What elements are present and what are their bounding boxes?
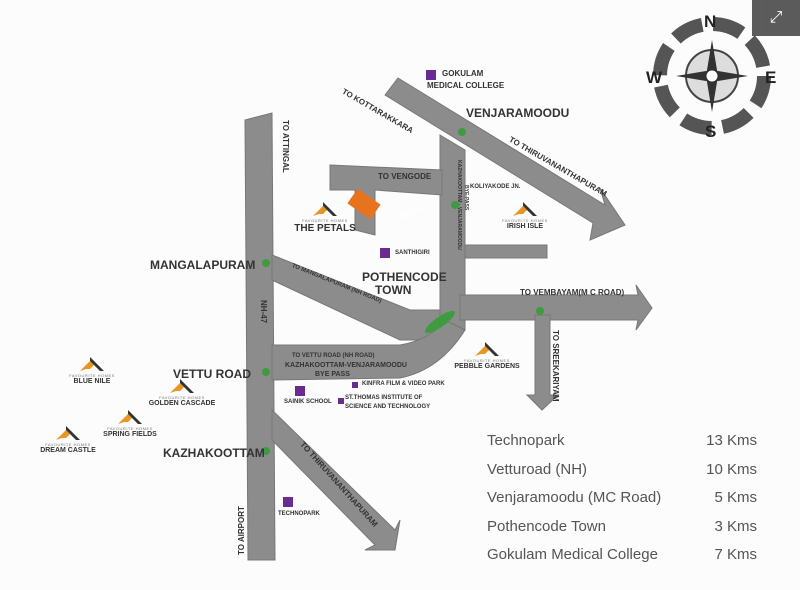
project-the-petals[interactable]: FAVOURITE HOMES THE PETALS: [285, 200, 365, 234]
brand-tag: FAVOURITE HOMES: [159, 395, 205, 400]
the-petals-site: [347, 188, 381, 220]
place-pothencode-town: TOWN: [375, 283, 412, 297]
poi-st-thomas-2: SCIENCE AND TECHNOLOGY: [345, 404, 431, 410]
distance-row: Pothencode Town 3 Kms: [487, 518, 757, 547]
road-vembayam: [459, 284, 653, 331]
compass-south: S: [705, 122, 717, 141]
project-golden-cascade[interactable]: FAVOURITE HOMES GOLDEN CASCADE: [142, 377, 222, 407]
distance-place: Vetturoad (NH): [487, 460, 588, 478]
node-kazhakoottam: [262, 447, 270, 455]
distance-value: 7 Kms: [714, 546, 757, 563]
brand-tag: FAVOURITE HOMES: [464, 358, 510, 363]
compass-east: E: [765, 68, 777, 87]
poi-sainik: SAINIK SCHOOL: [284, 399, 332, 405]
label-to-vembayam: TO VEMBAYAM(M C ROAD): [520, 288, 625, 297]
distance-value: 10 Kms: [706, 460, 757, 478]
place-pothencode: POTHENCODE: [362, 270, 447, 284]
project-name: SPRING FIELDS: [103, 431, 157, 438]
brand-tag: FAVOURITE HOMES: [302, 218, 348, 223]
favourite-homes-logo-icon: [78, 355, 106, 373]
project-name: GOLDEN CASCADE: [148, 400, 216, 407]
poi-st-thomas: ST.THOMAS INSTITUTE OF: [345, 395, 423, 401]
place-venjaramoodu: VENJARAMOODU: [466, 106, 570, 120]
place-mangalapuram: MANGALAPURAM: [150, 258, 256, 272]
road-sreekariyam: [525, 314, 560, 411]
project-name: IRISH ISLE: [506, 223, 544, 230]
node-koliyakode: [451, 201, 459, 209]
place-vettu-road: VETTU ROAD: [173, 367, 251, 381]
compass-north: N: [704, 12, 717, 31]
compass-west: W: [646, 68, 663, 87]
distance-row: Vetturoad (NH) 10 Kms: [487, 461, 757, 490]
project-name: DREAM CASTLE: [40, 447, 96, 454]
distance-value: 5 Kms: [714, 489, 757, 506]
node-vettu-road: [262, 368, 270, 376]
project-irish-isle[interactable]: FAVOURITE HOMES IRISH ISLE: [485, 200, 565, 230]
poi-technopark: TECHNOPARK: [278, 511, 320, 517]
label-to-sreekariyam: TO SREEKARIYAM: [551, 330, 560, 402]
distance-place: Gokulam Medical College: [487, 546, 658, 563]
compass-rose: [653, 17, 771, 135]
poi-marker-gokulam: [426, 70, 436, 80]
poi-marker-kinfra: [352, 382, 358, 388]
poi-marker-st-thomas: [338, 398, 344, 404]
favourite-homes-logo-icon: [511, 200, 539, 218]
poi-kinfra: KINFRA FILM & VIDEO PARK: [362, 381, 445, 387]
place-koliyakode: KOLIYAKODE JN.: [470, 184, 521, 190]
distance-row: Gokulam Medical College 7 Kms: [487, 546, 757, 575]
favourite-homes-logo-icon: [473, 340, 501, 358]
label-to-attingal: TO ATTINGAL: [281, 120, 290, 173]
label-to-airport: TO AIRPORT: [237, 506, 246, 555]
label-to-vengode: TO VENGODE: [378, 172, 432, 181]
road-tvm-south: [271, 408, 401, 551]
brand-tag: FAVOURITE HOMES: [45, 442, 91, 447]
node-sreekariyam: [536, 307, 544, 315]
favourite-homes-logo-icon: [311, 200, 339, 218]
road-koliyakode: [464, 244, 548, 259]
brand-tag: FAVOURITE HOMES: [69, 373, 115, 378]
project-name: PEBBLE GARDENS: [454, 363, 520, 370]
node-mangalapuram: [262, 259, 270, 267]
node-pothencode: [424, 310, 456, 334]
poi-santhigiri: SANTHIGIRI: [395, 250, 430, 256]
favourite-homes-logo-icon: [116, 408, 144, 426]
brand-tag: FAVOURITE HOMES: [107, 426, 153, 431]
label-bypass: KAZHAKOOTTAM-VENJARAMOODU: [285, 362, 407, 369]
road-nh47: [244, 112, 276, 561]
project-spring-fields[interactable]: FAVOURITE HOMES SPRING FIELDS: [90, 408, 170, 438]
expand-arrows-icon[interactable]: ⤢: [752, 0, 800, 36]
distance-table: Technopark 13 Kms Vetturoad (NH) 10 Kms Ve…: [487, 432, 757, 575]
distance-place: Venjaramoodu (MC Road): [487, 489, 662, 506]
project-blue-nile[interactable]: FAVOURITE HOMES BLUE NILE: [52, 355, 132, 385]
road-bypass: [271, 319, 466, 381]
project-name: THE PETALS: [294, 223, 356, 234]
poi-marker-sainik: [295, 386, 305, 396]
distance-row: Venjaramoodu (MC Road) 5 Kms: [487, 489, 757, 518]
node-venjaramoodu: [458, 128, 466, 136]
label-nh47: NH-47: [259, 300, 268, 324]
label-kv-bypass: KAZHAKOOTTAM - VENJARAMOODU: [456, 160, 462, 250]
road-mc: [384, 77, 626, 241]
poi-marker-technopark: [283, 497, 293, 507]
poi-marker-santhigiri: [380, 248, 390, 258]
place-kazhakoottam: KAZHAKOOTTAM: [163, 446, 265, 460]
distance-row: Technopark 13 Kms: [487, 432, 757, 461]
favourite-homes-logo-icon: [54, 424, 82, 442]
label-bypass-2: BYE PASS: [315, 371, 350, 378]
poi-gokulam: GOKULAM: [442, 69, 484, 78]
project-name: BLUE NILE: [73, 378, 111, 385]
label-kv-bypass-2: BYE-PASS: [463, 185, 469, 211]
project-dream-castle[interactable]: FAVOURITE HOMES DREAM CASTLE: [28, 424, 108, 454]
favourite-homes-logo-icon: [168, 377, 196, 395]
distance-place: Pothencode Town: [487, 517, 606, 535]
road-vengode: [329, 164, 443, 236]
brand-tag: FAVOURITE HOMES: [502, 218, 548, 223]
distance-place: Technopark: [487, 432, 565, 449]
distance-value: 13 Kms: [706, 432, 757, 449]
project-pebble-gardens[interactable]: FAVOURITE HOMES PEBBLE GARDENS: [447, 340, 527, 370]
distance-value: 3 Kms: [714, 517, 757, 535]
poi-gokulam-2: MEDICAL COLLEGE: [427, 81, 505, 90]
label-to-vettu-road: TO VETTU ROAD (NH ROAD): [292, 353, 375, 359]
